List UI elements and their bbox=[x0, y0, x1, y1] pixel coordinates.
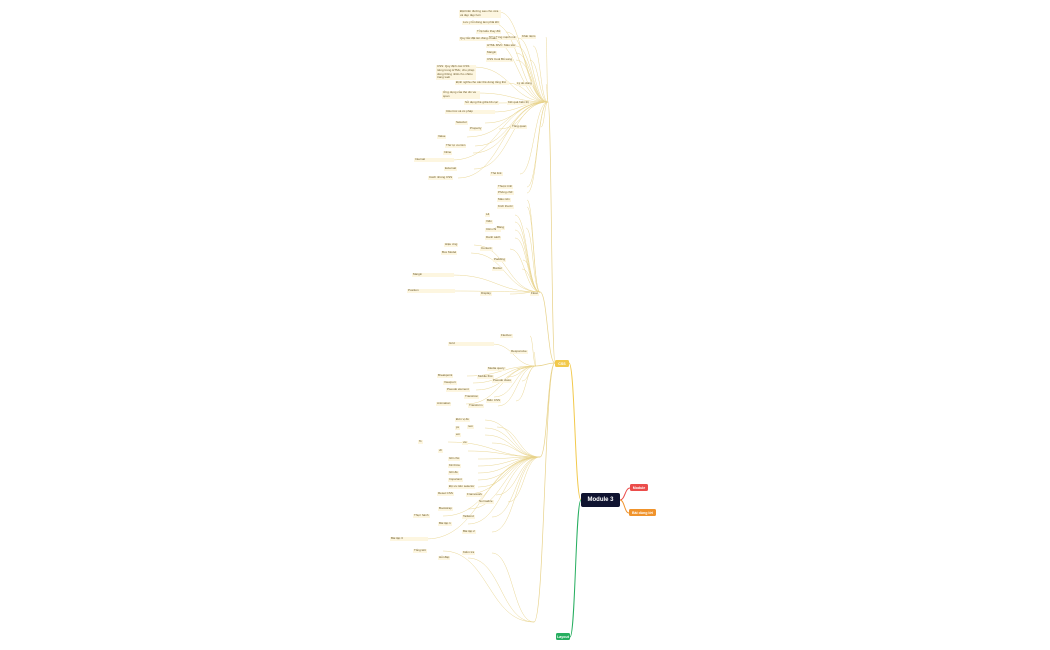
mindmap-node[interactable]: Important bbox=[448, 477, 463, 483]
mindmap-node[interactable]: Value bbox=[437, 134, 447, 140]
mindmap-node[interactable]: Tailwind bbox=[462, 514, 475, 520]
mindmap-node[interactable]: Độ ưu tiên selector bbox=[448, 484, 476, 490]
mindmap-node[interactable]: Khái niệm bbox=[521, 34, 537, 40]
mindmap-node[interactable]: Ghi đè bbox=[448, 470, 459, 476]
mindmap-node[interactable]: CSS Code bbox=[486, 57, 503, 63]
mindmap-node[interactable]: External bbox=[444, 166, 458, 172]
mindmap-node[interactable]: Màu sắc bbox=[503, 43, 517, 49]
mindmap-node[interactable]: Margin bbox=[412, 272, 454, 278]
mindmap-node[interactable]: Thuộc tính bbox=[497, 184, 514, 190]
mindmap-node[interactable]: Tổng quan bbox=[511, 124, 528, 130]
mindmap-node[interactable]: Breakpoint bbox=[437, 373, 454, 379]
mindmap-node[interactable]: Flexbox bbox=[500, 333, 513, 339]
mindmap-node[interactable]: Selector bbox=[455, 120, 469, 126]
mindmap-node[interactable]: Bootstrap bbox=[438, 506, 453, 512]
mindmap-node[interactable]: Bài tập 3 bbox=[390, 536, 428, 542]
mindmap-node[interactable]: Property bbox=[469, 126, 483, 132]
mindmap-node[interactable]: Transform bbox=[468, 403, 484, 409]
mindmap-node[interactable]: Đơn vị đo bbox=[455, 417, 470, 423]
mindmap-node[interactable]: Padding bbox=[493, 257, 507, 263]
mindmap-node[interactable]: Viewport bbox=[443, 380, 457, 386]
mindmap-node[interactable]: Thứ tự ưu tiên bbox=[445, 143, 467, 149]
mindmap-node[interactable]: Thực hành bbox=[413, 513, 430, 519]
mindmap-node[interactable]: Kích thước bbox=[497, 204, 514, 210]
mindmap-node[interactable]: Pseudo element bbox=[446, 387, 470, 393]
mindmap-node[interactable]: CSS: Quy định các CSS riêng trong HTML; … bbox=[436, 64, 476, 81]
mindmap-node[interactable]: Grid bbox=[448, 341, 494, 347]
mindmap-node[interactable]: vh bbox=[438, 448, 444, 454]
mindmap-node[interactable]: Pseudo class bbox=[492, 378, 512, 384]
mindmap-node[interactable]: Tổng kết bbox=[413, 548, 427, 554]
mindmap-node[interactable]: Hiệu ứng bbox=[444, 242, 459, 248]
mindmap-node[interactable]: Tỉ lệ kiểu thay đổi bbox=[476, 29, 502, 35]
mindmap-node[interactable]: Định nghĩa cho các thẻ dòng tổng thể bbox=[455, 80, 509, 86]
mindmap-node[interactable]: Mobile first bbox=[477, 374, 494, 380]
mindmap-node[interactable]: Box Model bbox=[441, 250, 458, 256]
mindmap-node[interactable]: Kết quả hiển thị bbox=[507, 100, 530, 106]
mindmap-node[interactable]: Animation bbox=[436, 401, 452, 407]
mindmap-node[interactable]: Transition bbox=[464, 394, 480, 400]
mindmap-node[interactable]: Lề bbox=[485, 212, 491, 218]
mindmap-node[interactable]: em bbox=[455, 432, 462, 438]
mindmap-node[interactable]: Ứng dụng của thẻ div và span bbox=[442, 91, 480, 99]
branch-bottom[interactable]: Layout bbox=[556, 633, 570, 640]
mindmap-node[interactable]: Content bbox=[480, 246, 493, 252]
mindmap-node[interactable]: Display bbox=[480, 291, 492, 297]
mindmap-node[interactable]: Viền bbox=[485, 219, 493, 225]
mindmap-node[interactable]: vw bbox=[462, 440, 468, 446]
mindmap-node[interactable]: % bbox=[418, 439, 423, 445]
mindmap-node[interactable]: Normalize bbox=[478, 499, 494, 505]
mindmap-node[interactable]: Lý do dùng bbox=[516, 81, 533, 87]
mindmap-node[interactable]: Tiêu dùng mạnh mẽ bbox=[488, 35, 517, 41]
mindmap-node[interactable]: Thẻ link bbox=[490, 171, 503, 177]
mindmap-node[interactable]: Bài tập 2 bbox=[462, 529, 476, 535]
mindmap-node[interactable]: Cách nhúng CSS bbox=[428, 175, 454, 181]
mindmap-node[interactable]: HTML MVC bbox=[486, 43, 504, 49]
mindmap-node[interactable]: Bổ sung bbox=[500, 57, 514, 63]
mindmap-node[interactable]: Bài tập 1 bbox=[438, 521, 452, 527]
mindmap-node[interactable]: Ghi chú bbox=[448, 456, 461, 462]
branch-bai-dung-loi[interactable]: Bài dùng lời bbox=[629, 509, 656, 516]
root-node[interactable]: Module 3 bbox=[581, 493, 620, 507]
mindmap-node[interactable]: Sử dụng thẻ giữa bố cục bbox=[464, 100, 500, 106]
mindmap-node[interactable]: Kiểm tra bbox=[462, 550, 476, 556]
mindmap-node[interactable]: Kế thừa bbox=[448, 463, 461, 469]
mindmap-node[interactable]: rem bbox=[467, 424, 475, 430]
mindmap-node[interactable]: Margin bbox=[486, 50, 498, 56]
mindmap-node[interactable]: Quy tắc đặt tên đúng chuẩn bbox=[459, 36, 498, 42]
mindmap-node[interactable]: Responsive bbox=[510, 349, 528, 355]
mindmap-node[interactable]: Cấu trúc và cú pháp bbox=[445, 109, 495, 115]
mindmap-node[interactable]: Media query bbox=[487, 366, 506, 372]
mindmap-node[interactable]: Phông chữ bbox=[497, 190, 514, 196]
mindmap-node[interactable]: Position bbox=[407, 288, 455, 294]
mindmap-node[interactable]: Danh sách bbox=[485, 235, 502, 241]
branch-module[interactable]: Module bbox=[630, 484, 648, 491]
mindmap-node[interactable]: px bbox=[455, 425, 461, 431]
mindmap-node[interactable]: Framework bbox=[466, 492, 484, 498]
mindmap-node[interactable]: Màu nền bbox=[497, 197, 511, 203]
mindmap-node[interactable]: Float bbox=[530, 291, 539, 297]
mindmap-links bbox=[425, 11, 631, 638]
mindmap-node[interactable]: Biến CSS bbox=[486, 398, 502, 404]
mindmap-node[interactable]: Internal bbox=[414, 157, 454, 163]
mindmap-node[interactable]: Bảng bbox=[496, 225, 506, 231]
mindmap-node[interactable]: Hỏi đáp bbox=[438, 555, 451, 561]
branch-css[interactable]: CSS bbox=[555, 360, 569, 367]
mindmap-node[interactable]: Border bbox=[492, 266, 504, 272]
mindmap-node[interactable]: Reset CSS bbox=[437, 491, 454, 497]
mindmap-node[interactable]: Đặt biến đường sao cho vừa và đẹp đẹp hơ… bbox=[459, 10, 501, 18]
mindmap-node[interactable]: Inline bbox=[443, 150, 453, 156]
mindmap-node[interactable]: Lưu y lỗi dùng lam phải khi bbox=[462, 20, 500, 26]
mindmap-node[interactable]: Căn chỉnh bbox=[485, 227, 501, 233]
